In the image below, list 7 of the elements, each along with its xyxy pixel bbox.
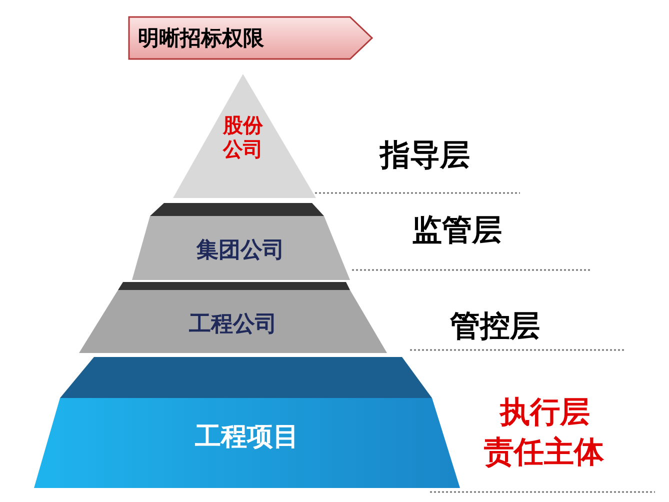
layer-name: 责任主体 — [484, 434, 604, 472]
layer-name: 指导层 — [380, 137, 470, 175]
tier-label: 工程公司 — [188, 312, 278, 338]
title: 明晰招标权限 — [138, 25, 264, 52]
layer-name: 执行层 — [500, 394, 590, 432]
layer-name: 管控层 — [450, 308, 540, 346]
layer-name: 监管层 — [412, 212, 502, 250]
